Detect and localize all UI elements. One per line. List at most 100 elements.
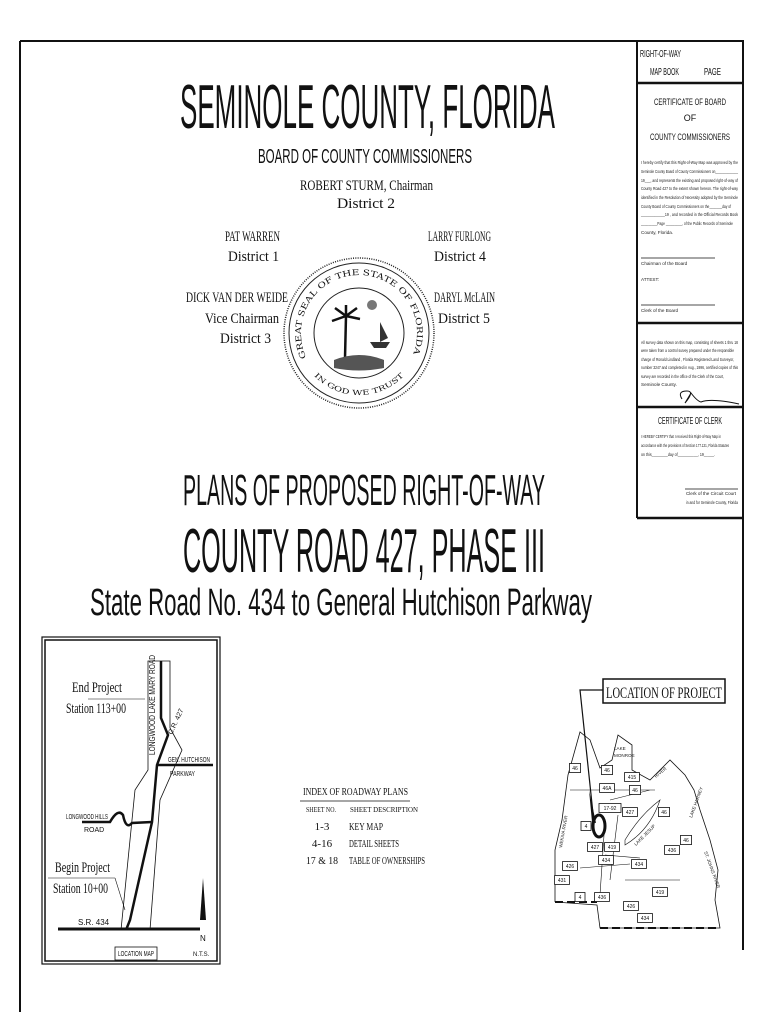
d1-name: PAT WARREN (225, 229, 280, 245)
route-number: 4 (579, 895, 582, 901)
route-shield: 46 (601, 765, 614, 775)
lake-mary-road-label: LONGWOOD LAKE MARY ROAD (148, 655, 157, 755)
route-shield: 436 (664, 845, 680, 855)
board-title: BOARD OF COUNTY COMMISSIONERS (258, 146, 472, 168)
route-number: 426 (566, 864, 575, 870)
clerk-signature-label: Clerk of the Board (641, 308, 678, 313)
road-title: COUNTY ROAD 427, PHASE III (183, 517, 545, 586)
text-line: were taken from a control survey prepare… (641, 348, 734, 353)
text-line: survey are recorded in the office of the… (641, 374, 724, 379)
route-shield: 46 (569, 763, 582, 773)
road-label: ROAD (84, 827, 104, 834)
route-number: 419 (656, 890, 665, 896)
index-row-desc: DETAIL SHEETS (349, 838, 399, 850)
index-row-sheet: 4-16 (312, 838, 333, 850)
route-number: 46A (603, 786, 613, 792)
lake-monroe-label: LAKE (614, 746, 626, 751)
index-col-sheet: SHEET NO. (306, 806, 336, 814)
text-line: All survey data shown on this map, consi… (641, 340, 738, 345)
st-johns-river-label: ST. JOHNS RIVER (703, 851, 721, 890)
d3-district: District 3 (220, 331, 271, 347)
project-location-title: LOCATION OF PROJECT (606, 685, 722, 702)
nts-label: N.T.S. (193, 952, 210, 958)
route-shield: 434 (637, 913, 653, 923)
route-shield: 431 (554, 875, 570, 885)
route-shield: 46 (629, 785, 642, 795)
route-number: 434 (602, 858, 611, 864)
d3-name: DICK VAN DER WEIDE (186, 290, 288, 306)
text-line: ____________19 , and recorded in the Off… (640, 212, 738, 217)
project-limits: State Road No. 434 to General Hutchison … (90, 582, 592, 624)
index-row-desc: TABLE OF OWNERSHIPS (349, 855, 425, 867)
route-number: 427 (626, 810, 635, 816)
route-number: 434 (641, 916, 650, 922)
chairman-signature-label: Chairman of the Board (641, 261, 688, 266)
seal-landscape-icon (334, 355, 384, 371)
location-map-inset: End Project Station 113+00 Begin Project… (41, 636, 221, 965)
seal-ring-text: GREAT SEAL OF THE STATE OF FLORIDA (294, 268, 424, 360)
board-cert-title-2: OF (684, 113, 697, 123)
route-shield: 419 (652, 887, 668, 897)
route-shield: 415 (624, 772, 640, 782)
text-line: identified in the Resolution of Necessit… (641, 195, 738, 200)
route-number: 415 (628, 775, 637, 781)
text-line: Seminole County Board of County Commissi… (641, 169, 738, 174)
d3-role: Vice Chairman (205, 311, 279, 327)
parkway-label: PARKWAY (170, 771, 195, 778)
end-project-label: End Project (72, 680, 123, 696)
surveyor-signature (679, 390, 740, 405)
route-shield: 46A (599, 783, 615, 793)
index-row-sheet: 17 & 18 (306, 855, 338, 867)
longwood-hills-label: LONGWOOD HILLS (66, 814, 108, 821)
seal-palm-icon (331, 305, 361, 359)
sr434-label: S.R. 434 (78, 918, 110, 927)
seal-sun-icon (367, 300, 377, 310)
route-number: 436 (668, 848, 677, 854)
route-number: 427 (591, 845, 600, 851)
route-shield: 434 (598, 855, 614, 865)
circuit-clerk-county: in and for Seminole County, Florida (686, 500, 738, 505)
route-shield: 4 (574, 892, 586, 902)
route-number: 436 (598, 895, 607, 901)
route-number: 46 (632, 788, 638, 794)
route-shield: 436 (594, 892, 610, 902)
route-shield: 46 (658, 807, 671, 817)
route-shield: 17-92 (598, 803, 622, 813)
d5-district: District 5 (438, 311, 490, 327)
right-of-way-panel: RIGHT-OF-WAY MAP BOOK PAGE CERTIFICATE O… (636, 41, 743, 520)
survey-certification-text: All survey data shown on this map, consi… (641, 340, 739, 387)
route-shield: 426 (623, 901, 639, 911)
d1-district: District 1 (228, 249, 279, 265)
location-map-label: LOCATION MAP (118, 951, 154, 958)
route-shield: 419 (604, 842, 620, 852)
route-number: 426 (627, 904, 636, 910)
d4-district: District 4 (434, 249, 486, 265)
road-corridor (120, 660, 183, 931)
route-number: 46 (683, 838, 689, 844)
project-location-marker (591, 813, 607, 839)
text-line: _________Page _________, of the Public R… (640, 221, 733, 226)
lake-jesup-label: LAKE JESUP (633, 823, 656, 846)
text-line: charge of Ronald Lindland , Florida Regi… (641, 357, 734, 362)
florida-state-seal: GREAT SEAL OF THE STATE OF FLORIDA IN GO… (283, 257, 435, 409)
index-title: INDEX OF ROADWAY PLANS (303, 786, 408, 798)
route-shields: 46 46 415 46A 46 17-92 427 4 46 46 427 419 434 426 434… (554, 763, 693, 923)
route-shield: 426 (562, 861, 578, 871)
gen-hutchison-label: GEN. HUTCHISON (168, 757, 210, 764)
text-line: County Road 427 to the extent shown here… (641, 186, 739, 191)
svg-text:GREAT SEAL OF THE STATE OF FLO: GREAT SEAL OF THE STATE OF FLORIDA (294, 268, 424, 360)
index-of-roadway-plans: INDEX OF ROADWAY PLANS SHEET NO. SHEET D… (300, 786, 425, 867)
route-number: 434 (635, 862, 644, 868)
route-number: 17-92 (604, 806, 617, 812)
lake-jesup (624, 799, 661, 846)
attest-label: ATTEST: (641, 277, 659, 282)
county-boundary (554, 731, 721, 929)
board-cert-title-1: CERTIFICATE OF BOARD (654, 97, 726, 107)
end-station-label: Station 113+00 (66, 701, 126, 717)
page-label: PAGE (704, 67, 721, 78)
board-cert-title-3: COUNTY COMMISSIONERS (650, 132, 730, 142)
d4-name: LARRY FURLONG (428, 229, 491, 245)
row-title: RIGHT-OF-WAY (640, 49, 681, 60)
route-number: 46 (572, 766, 578, 772)
